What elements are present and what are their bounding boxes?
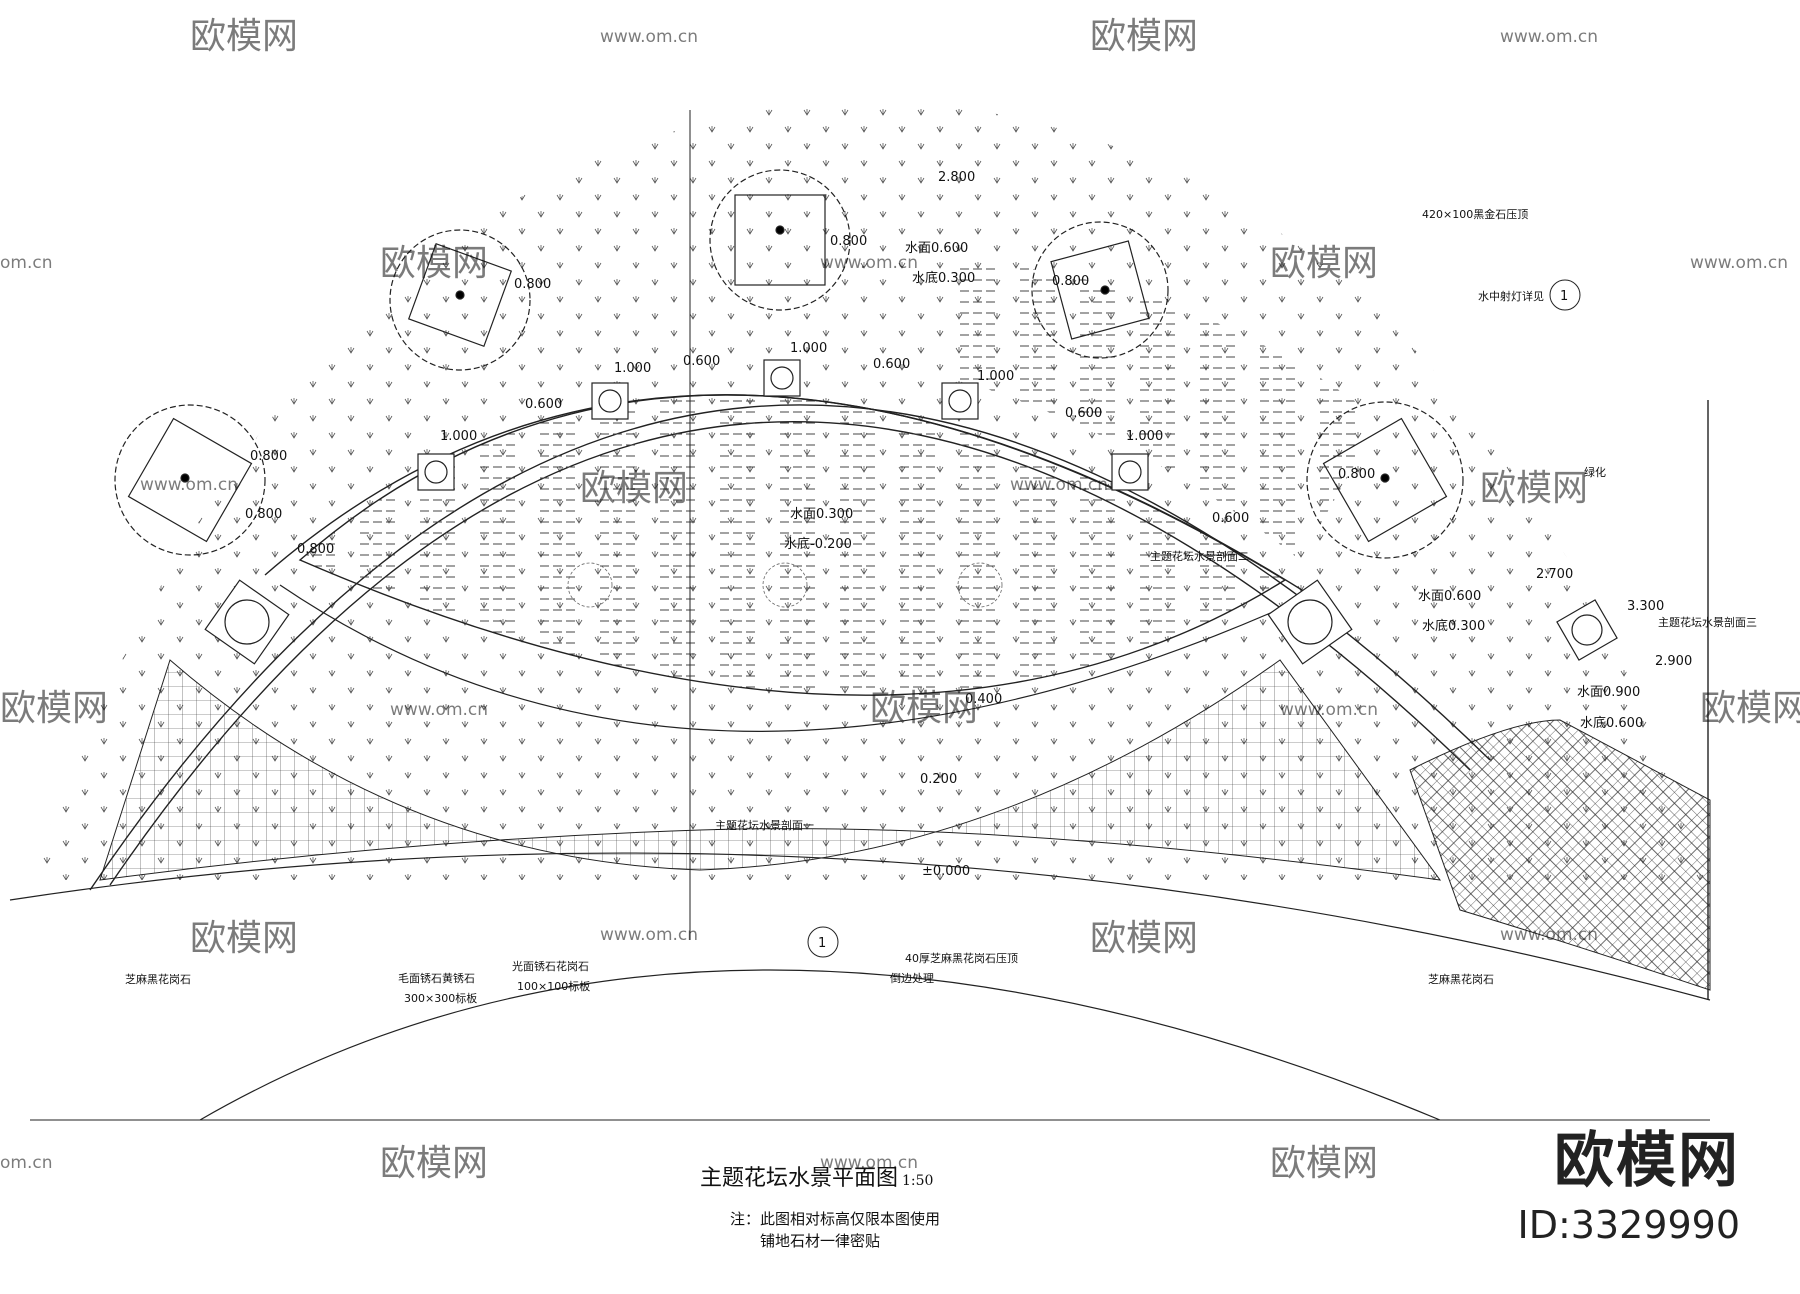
elev-left-planter-b: 0.800 [250, 449, 287, 464]
note-section-3: 主题花坛水景剖面三 [1658, 615, 1757, 629]
watermark-logo: 欧模网 [870, 688, 978, 729]
watermark-url: www.om.cn [1010, 475, 1108, 495]
note-underwater-lamp: 水中射灯详见 [1478, 289, 1544, 303]
watermark-url: www.om.cn [1500, 27, 1598, 47]
drawing-notes: 注：此图相对标高仅限本图使用 铺地石材一律密贴 [730, 1208, 940, 1252]
weave-paving [1409, 719, 1711, 991]
elev-water-bottom-top: 水底0.300 [912, 270, 975, 286]
elev-ground: ±0.000 [922, 864, 970, 879]
drawing-note-1: 注：此图相对标高仅限本图使用 [730, 1210, 941, 1228]
watermark-url: www.om.cn [820, 1153, 918, 1173]
watermark-logo: 欧模网 [0, 688, 108, 729]
elev-r-2900: 2.900 [1655, 654, 1692, 669]
watermark-url: www.om.cn [600, 27, 698, 47]
drawing-scale: 1:50 [902, 1173, 934, 1189]
watermark-fragment: om.cn [0, 1153, 53, 1173]
watermark-url: www.om.cn [390, 700, 488, 720]
note-tile-b: 光面锈石花岗石 [512, 959, 589, 973]
pool-lower-edge [279, 584, 1301, 732]
elev-post-0600-b: 0.600 [873, 357, 910, 372]
watermarks: 欧模网 www.om.cn 欧模网 www.om.cn om.cn 欧模网 ww… [0, 16, 1800, 1184]
elev-water-surface-top: 水面0.600 [905, 241, 968, 256]
section-mark-top-number: 1 [1560, 289, 1568, 304]
watermark-logo: 欧模网 [1700, 688, 1800, 729]
note-tile-a: 毛面锈石黄锈石 [398, 971, 475, 985]
section-marker-top: 1 [1549, 279, 1581, 311]
elev-right-planter-a: 0.800 [1052, 274, 1089, 289]
elev-pool-surface: 水面0.300 [790, 507, 853, 522]
brand-block: 欧模网 ID:3329990 [1517, 1112, 1740, 1247]
elev-post-0600-e: 0.600 [1212, 511, 1249, 526]
elev-mid-0200: 0.200 [920, 772, 957, 787]
elev-r-3300: 3.300 [1627, 599, 1664, 614]
note-stone-top: 420×100黑金石压顶 [1422, 207, 1528, 221]
watermark-fragment: om.cn [0, 253, 53, 273]
elev-post-1000-e: 1.000 [1126, 429, 1163, 444]
elev-post-0600-a: 0.600 [683, 354, 720, 369]
note-paving-c-2: 倒边处理 [890, 972, 934, 985]
fountain-jets [567, 562, 1003, 608]
elev-right-bottom: 水底0.300 [1422, 618, 1485, 634]
watermark-logo: 欧模网 [580, 468, 688, 509]
note-tile-a-size: 300×300标板 [404, 991, 477, 1005]
drawing-title: 主题花坛水景平面图 [700, 1166, 899, 1191]
watermark-logo: 欧模网 [1270, 243, 1378, 284]
rim-posts [204, 359, 1618, 665]
elev-left-0800: 0.800 [297, 542, 334, 557]
note-curb-right: 芝麻黑花岗石 [1428, 972, 1494, 986]
watermark-logo: 欧模网 [1090, 16, 1198, 57]
watermark-logo: 欧模网 [1480, 468, 1588, 509]
watermark-url: www.om.cn [1500, 925, 1598, 945]
tiled-paving [99, 659, 1442, 881]
elev-pool-bottom: 水底-0.200 [784, 536, 852, 552]
elev-post-1000-a: 1.000 [614, 361, 651, 376]
elev-post-1000-b: 1.000 [790, 341, 827, 356]
elev-right-surface: 水面0.600 [1418, 589, 1481, 604]
planter-trees [114, 169, 1464, 559]
note-curb-left: 芝麻黑花岗石 [125, 972, 191, 986]
note-tile-b-size: 100×100标板 [517, 979, 590, 993]
elev-r-bottom-2: 水底0.600 [1580, 715, 1643, 731]
watermark-logo: 欧模网 [1270, 1143, 1378, 1184]
plaza-arc-inner [199, 969, 1441, 1121]
elev-post-1000-c: 1.000 [977, 369, 1014, 384]
pool-upper-edge [264, 394, 1311, 596]
watermark-logo: 欧模网 [190, 16, 298, 57]
elev-r-surface-2: 水面0.900 [1577, 685, 1640, 700]
section-mark-bottom-number: 1 [818, 936, 826, 951]
plaza-arc-outer [9, 852, 1711, 1001]
elev-top-rim: 2.800 [938, 170, 975, 185]
watermark-url: www.om.cn [1690, 253, 1788, 273]
elev-center-planter: 0.800 [830, 234, 867, 249]
elev-left-planter-c: 0.800 [245, 507, 282, 522]
elev-post-0600-d: 0.600 [1065, 406, 1102, 421]
section-marker-bottom: 1 [807, 926, 839, 958]
watermark-url: www.om.cn [820, 253, 918, 273]
watermark-logo: 欧模网 [380, 243, 488, 284]
elev-mid-0400: 0.400 [965, 692, 1002, 707]
brand-name: 欧模网 [1554, 1126, 1740, 1196]
watermark-logo: 欧模网 [1090, 918, 1198, 959]
elev-post-0600-c: 0.600 [525, 397, 562, 412]
watermark-url: www.om.cn [140, 475, 238, 495]
note-greening: 绿化 [1584, 465, 1606, 479]
elev-right-planter-b: 0.800 [1338, 467, 1375, 482]
drawing-note-2: 铺地石材一律密贴 [760, 1232, 881, 1250]
note-section-1: 主题花坛水景剖面一 [715, 818, 814, 832]
note-section-2: 主题花坛水景剖面二 [1150, 549, 1249, 563]
elev-r-2700: 2.700 [1536, 567, 1573, 582]
watermark-url: www.om.cn [600, 925, 698, 945]
water-upper-right [960, 260, 1380, 560]
elev-left-planter-a: 0.800 [514, 277, 551, 292]
watermark-logo: 欧模网 [190, 918, 298, 959]
watermark-url: www.om.cn [1280, 700, 1378, 720]
note-paving-c: 40厚芝麻黑花岗石压顶 [905, 951, 1018, 965]
brand-id: ID:3329990 [1517, 1203, 1740, 1247]
elev-post-1000-d: 1.000 [440, 429, 477, 444]
watermark-logo: 欧模网 [380, 1143, 488, 1184]
